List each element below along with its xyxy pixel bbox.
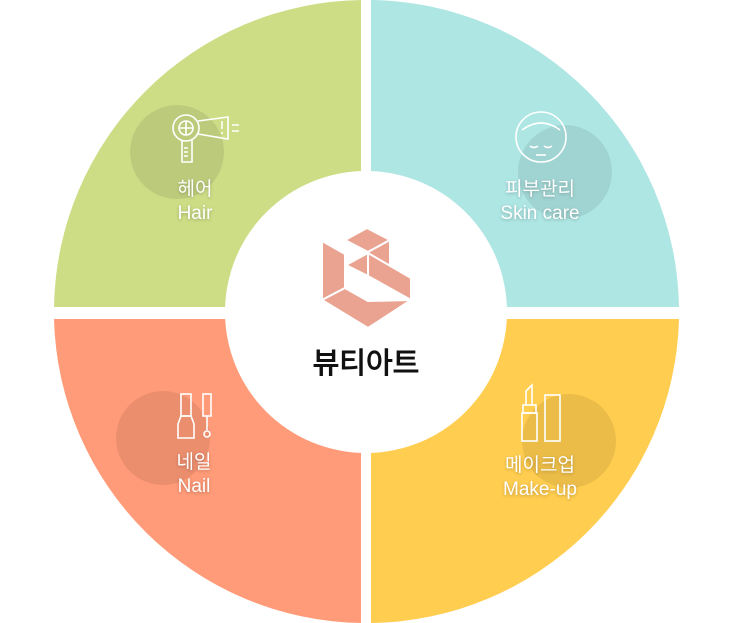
nail-label-ko: 네일 — [176, 452, 212, 473]
nail-label-en: Nail — [177, 476, 211, 497]
skin-label: 피부관리 Skin care — [460, 178, 620, 226]
hair-label-en: Hair — [177, 203, 213, 224]
nail-icon-bg — [116, 391, 210, 485]
lipstick-icon — [521, 383, 561, 442]
nail-label: 네일 Nail — [114, 451, 274, 499]
makeup-label-ko: 메이크업 — [505, 455, 575, 476]
skin-label-en: Skin care — [500, 203, 580, 224]
skin-icon-bg — [518, 125, 612, 219]
face-mask-icon — [515, 111, 567, 163]
hair-label: 헤어 Hair — [115, 178, 275, 226]
center-title: 뷰티아트 — [312, 348, 420, 380]
beauty-art-logo — [321, 227, 412, 329]
skin-label-ko: 피부관리 — [505, 179, 575, 200]
nail-polish-icon — [177, 393, 212, 439]
makeup-label-en: Make-up — [503, 479, 577, 500]
hair-icon-bg — [130, 105, 224, 199]
hair-dryer-icon — [172, 114, 239, 163]
makeup-label: 메이크업 Make-up — [460, 454, 620, 502]
hair-label-ko: 헤어 — [177, 179, 213, 200]
